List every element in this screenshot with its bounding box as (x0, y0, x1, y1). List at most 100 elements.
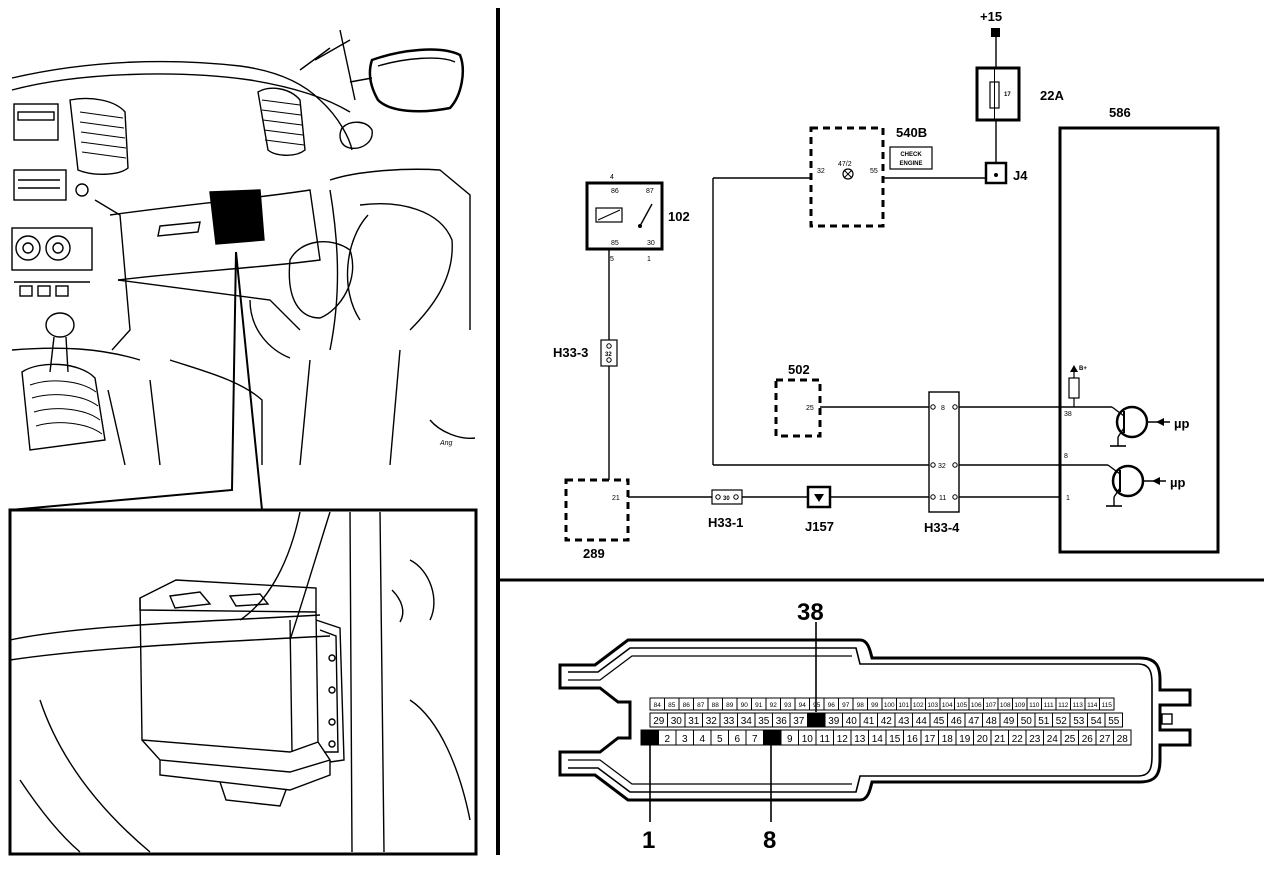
pin-number: 19 (959, 734, 971, 745)
pin-number: 10 (802, 734, 814, 745)
pin-number: 87 (697, 702, 705, 709)
connector-face: 8485868788899091929394959697989910010110… (558, 599, 1192, 854)
check-engine-label: 540B (896, 125, 927, 140)
pin-number: 22 (1012, 734, 1024, 745)
pin-number: 84 (654, 702, 662, 709)
pin-number: 96 (828, 702, 836, 709)
control-unit-inset (8, 508, 478, 856)
connector-h33-1-label: H33-1 (708, 515, 743, 530)
pin-number: 90 (741, 702, 749, 709)
pin-number: 54 (1091, 716, 1103, 727)
supply-label: +15 (980, 9, 1002, 24)
relay-coil-icon (595, 207, 623, 223)
pin-number: 3 (682, 734, 688, 745)
pin-number: 51 (1038, 716, 1050, 727)
connector-h33-3-pin: 32 (605, 352, 612, 358)
pin-number: 16 (907, 734, 919, 745)
pin-number: 18 (942, 734, 954, 745)
dashboard-illustration: Ang (9, 29, 476, 511)
pin-number: 88 (712, 702, 720, 709)
connector-h33-4-label: H33-4 (924, 520, 960, 535)
pin-number: 46 (951, 716, 963, 727)
pin-number: 52 (1056, 716, 1068, 727)
ecu-supply: B+ (1079, 366, 1087, 372)
pin-number: 7 (752, 734, 758, 745)
pin-number: 8 (769, 734, 775, 745)
pin-number: 100 (884, 702, 895, 709)
relay-pin-86: 86 (611, 188, 619, 195)
pin-number: 110 (1029, 702, 1040, 709)
relay-pin-85: 85 (611, 240, 619, 247)
pin-number: 23 (1029, 734, 1041, 745)
module-502 (774, 378, 822, 438)
pin-number: 31 (688, 716, 700, 727)
pin-number: 21 (994, 734, 1006, 745)
relay-pin-top: 4 (610, 174, 614, 181)
check-engine-sign (889, 146, 933, 170)
check-engine-pin-right: 55 (870, 168, 878, 175)
pin-cell (1099, 697, 1115, 711)
callout-8: 8 (763, 827, 776, 854)
pin-number: 28 (1117, 734, 1129, 745)
module-289-pin: 21 (612, 495, 620, 502)
junction-j4-label: J4 (1013, 168, 1028, 183)
pin-number: 98 (857, 702, 865, 709)
pin-number: 37 (793, 716, 805, 727)
relay-label: 102 (668, 209, 690, 224)
transistor-2-label: µp (1170, 475, 1185, 490)
pin-number: 2 (664, 734, 670, 745)
pin-number: 36 (776, 716, 788, 727)
check-engine-module (809, 126, 885, 228)
pin-number: 30 (671, 716, 683, 727)
pin-number: 50 (1021, 716, 1033, 727)
pin-number: 114 (1087, 702, 1098, 709)
pin-cell (1104, 712, 1123, 728)
check-engine-pin-left: 32 (817, 168, 825, 175)
ecu-pin-bottom: 1 (1066, 495, 1070, 502)
junction-j4 (984, 161, 1008, 185)
pin-number: 113 (1073, 702, 1084, 709)
pin-number: 35 (758, 716, 770, 727)
pin-number: 53 (1073, 716, 1085, 727)
pin-number: 9 (787, 734, 793, 745)
relay-pin-30: 30 (647, 240, 655, 247)
relay-pin-bottom-right: 1 (647, 256, 651, 263)
pin-number: 55 (1108, 716, 1120, 727)
pin-number: 92 (770, 702, 778, 709)
pin-number: 4 (699, 734, 705, 745)
pin-number: 47 (968, 716, 980, 727)
connector-h33-4-pin-b: 32 (938, 463, 946, 470)
warning-lamp-icon (842, 168, 854, 180)
pin-number: 106 (971, 702, 982, 709)
fuse-label: 22A (1040, 88, 1064, 103)
pin-number: 108 (1000, 702, 1011, 709)
pin-number: 14 (872, 734, 884, 745)
pin-number: 86 (683, 702, 691, 709)
connector-h33-4 (928, 391, 960, 513)
pin-grid: 8485868788899091929394959697989910010110… (640, 697, 1132, 746)
pin-number: 33 (723, 716, 735, 727)
pin-number: 39 (828, 716, 840, 727)
pin-cell (1113, 729, 1132, 746)
ecu-label: 586 (1109, 105, 1131, 120)
module-502-label: 502 (788, 362, 810, 377)
relay-pin-bottom-left: 5 (610, 256, 614, 263)
pin-number: 13 (854, 734, 866, 745)
pin-number: 109 (1014, 702, 1025, 709)
connector-h33-3-label: H33-3 (553, 345, 588, 360)
connector-h33-4-pin-a: 8 (941, 405, 945, 412)
pin-number: 32 (706, 716, 718, 727)
pin-number: 103 (927, 702, 938, 709)
callout-1: 1 (642, 827, 655, 854)
transistor-1-label: µp (1174, 416, 1189, 431)
pin-number: 104 (942, 702, 953, 709)
connector-h33-1-pin: 30 (723, 496, 730, 502)
pin-number: 48 (986, 716, 998, 727)
connector-h33-4-pin-c: 11 (939, 495, 946, 502)
pin-number: 93 (784, 702, 792, 709)
pin-number: 102 (913, 702, 924, 709)
pin-number: 112 (1058, 702, 1069, 709)
fuse-pin: 17 (1004, 92, 1011, 98)
pin-number: 101 (898, 702, 909, 709)
